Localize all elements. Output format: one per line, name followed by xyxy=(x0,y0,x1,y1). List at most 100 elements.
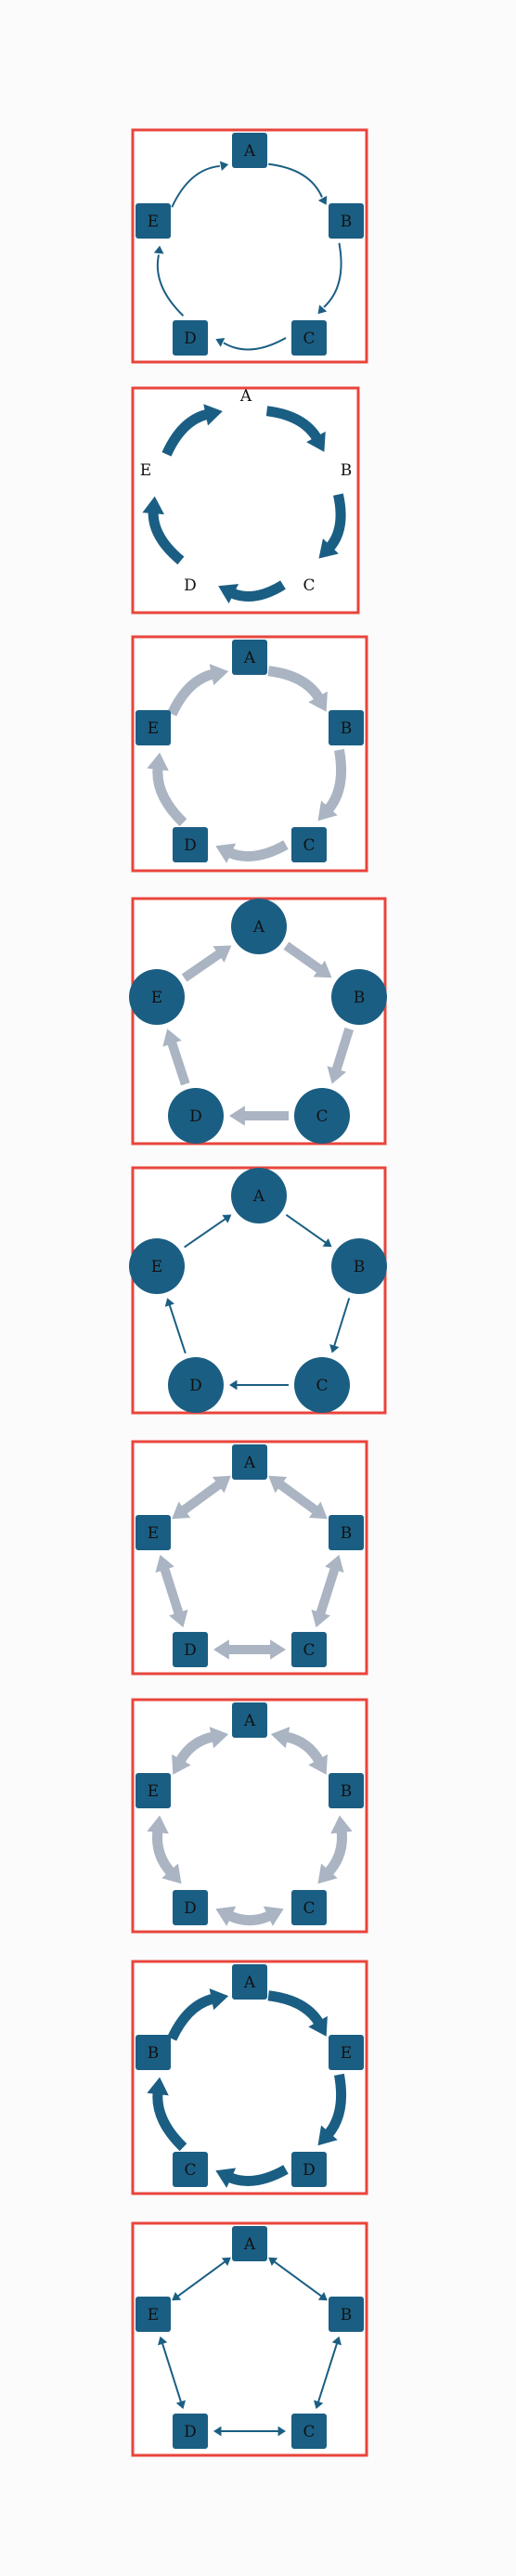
node-square xyxy=(291,827,327,862)
node-square xyxy=(329,2297,364,2332)
edge-1-tail-head xyxy=(270,1727,290,1749)
edge-3-head xyxy=(218,584,239,604)
node-circle xyxy=(231,1168,287,1223)
node-square xyxy=(173,2152,208,2187)
edge-3-head xyxy=(213,2426,222,2437)
node-label: C xyxy=(303,576,315,595)
edge-3-tail-head xyxy=(263,1906,284,1926)
edge-4-line xyxy=(161,2343,182,2402)
node-2: B xyxy=(329,710,364,745)
edge-2-line xyxy=(331,1027,355,1071)
node-label: C xyxy=(184,2161,196,2180)
node-circle xyxy=(168,1357,224,1413)
edge-3-head xyxy=(215,338,226,347)
edge-2-tail-head xyxy=(330,1815,353,1834)
node-label: D xyxy=(189,1107,202,1126)
edge-5-head xyxy=(209,664,229,686)
edge-5-line xyxy=(181,1481,222,1514)
node-label: A xyxy=(243,142,256,161)
edge-5-head xyxy=(209,1727,229,1749)
edge-2-line xyxy=(333,1298,351,1347)
node-square xyxy=(291,1632,327,1667)
node-label: B xyxy=(341,1782,353,1801)
edge-3-head xyxy=(229,1106,245,1126)
edge-2-tail-head xyxy=(325,1554,344,1573)
node-2: B xyxy=(329,1515,364,1550)
node-3: C xyxy=(291,320,327,356)
node-label: D xyxy=(184,330,197,348)
node-4: D xyxy=(184,576,197,595)
diagram-3: A B C D E xyxy=(131,635,368,873)
edge-4-head xyxy=(147,752,169,771)
node-label: B xyxy=(354,1258,366,1276)
edge-5-line xyxy=(177,2260,226,2298)
node-square xyxy=(291,1890,327,1925)
edge-4-tail-head xyxy=(175,2400,186,2410)
node-square xyxy=(173,2414,208,2449)
edge-4-line xyxy=(160,1567,184,1615)
node-2: B xyxy=(329,1773,364,1808)
edge-3-head xyxy=(229,1379,238,1391)
edge-4-tail-head xyxy=(169,1609,188,1628)
node-3: C xyxy=(294,1357,350,1413)
edge-5-head xyxy=(209,1988,229,2011)
node-1: A xyxy=(232,1444,267,1480)
node-square xyxy=(329,2035,364,2070)
node-circle xyxy=(331,1238,387,1294)
node-2: B xyxy=(329,2297,364,2332)
node-5: E xyxy=(135,1515,171,1550)
edge-3-head xyxy=(213,1639,229,1660)
node-square xyxy=(135,203,171,239)
node-circle xyxy=(331,969,387,1025)
edge-1-head xyxy=(308,1501,328,1520)
edge-1-line xyxy=(283,941,323,974)
node-4: D xyxy=(173,1632,208,1667)
node-square xyxy=(232,640,267,675)
node-label: E xyxy=(148,1782,159,1801)
edge-3-tail-head xyxy=(277,2426,286,2437)
node-label: C xyxy=(316,1377,328,1395)
node-label: B xyxy=(341,719,353,738)
edge-2-head xyxy=(317,2125,338,2146)
node-label: A xyxy=(243,649,256,667)
edge-1-head xyxy=(322,1238,332,1248)
edge-2-line xyxy=(323,242,342,308)
edge-4-line xyxy=(156,254,185,317)
node-label: D xyxy=(303,2161,316,2180)
edge-1-line xyxy=(285,1213,327,1244)
edge-2-line xyxy=(316,1567,340,1615)
node-label: E xyxy=(140,461,151,480)
edge-2-head xyxy=(317,1863,338,1884)
edge-2-line xyxy=(317,2343,338,2402)
diagram-frame xyxy=(131,128,368,364)
node-square xyxy=(173,827,208,862)
node-5: E xyxy=(140,461,151,480)
edge-4-line xyxy=(168,1304,187,1354)
node-5: E xyxy=(135,2297,171,2332)
edge-3-head xyxy=(215,1906,237,1926)
node-5: E xyxy=(135,710,171,745)
node-2: B xyxy=(331,969,387,1025)
edge-1-head xyxy=(317,195,328,205)
edge-1-line xyxy=(268,162,323,198)
edge-2-head xyxy=(318,538,339,559)
edge-5-head xyxy=(203,404,223,426)
node-2: E xyxy=(329,2035,364,2070)
edge-2-head xyxy=(329,1343,340,1353)
edge-5-tail-head xyxy=(172,2291,182,2301)
node-4: D xyxy=(173,827,208,862)
node-3: C xyxy=(291,827,327,862)
node-label: E xyxy=(148,1524,159,1543)
node-label: B xyxy=(341,213,353,231)
node-3: C xyxy=(291,2414,327,2449)
node-square xyxy=(329,1515,364,1550)
node-circle xyxy=(231,899,287,954)
node-square xyxy=(135,710,171,745)
node-1: A xyxy=(231,899,287,954)
edge-1-head xyxy=(308,2015,328,2037)
